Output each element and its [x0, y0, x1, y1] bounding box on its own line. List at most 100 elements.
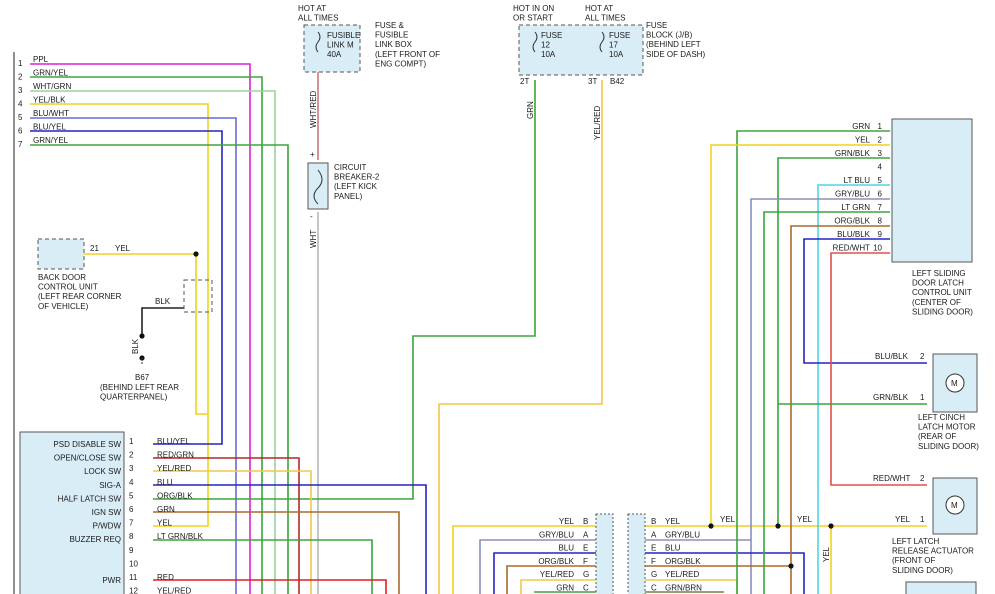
connector-right-pin: A: [651, 530, 657, 539]
cinch-pin-bottom: 1: [920, 393, 925, 402]
fuse-block-box: [518, 24, 644, 76]
ground-wire-blk-1: BLK: [155, 297, 171, 306]
connector-right-pin: C: [651, 584, 657, 593]
psd-row-label: HALF LATCH SW: [58, 494, 122, 503]
wire-psd-red: [153, 579, 387, 594]
junction-dot: [788, 563, 794, 569]
psd-row-wire: BLU: [157, 478, 173, 487]
latch-row-wire: GRN/BLK: [835, 149, 871, 158]
wire-psd-orgblk: [153, 511, 400, 594]
psd-row-pin: 3: [129, 464, 134, 473]
bundle-row-number: 2: [18, 73, 23, 82]
bundle-row-number: 5: [18, 113, 23, 122]
wire-conn-l-yel: [452, 525, 596, 594]
latch-row-pin: 9: [878, 230, 883, 239]
psd-row-wire: ORG/BLK: [157, 491, 193, 500]
wire-back-door-yel: [84, 253, 208, 415]
wire-psd-ltgrnblk: [153, 539, 373, 594]
latch-row-pin: 2: [878, 136, 883, 145]
psd-row-pin: 11: [129, 573, 138, 582]
psd-row-wire: LT GRN/BLK: [157, 532, 204, 541]
wire-ppl: [30, 63, 251, 594]
latch-row-wire: YEL: [855, 136, 871, 145]
connector-left-wire: YEL/RED: [540, 570, 574, 579]
bundle-row-number: 3: [18, 86, 23, 95]
bundle-row-label: WHT/GRN: [33, 82, 71, 91]
psd-row-pin: 5: [129, 491, 134, 500]
latch-unit-box: [891, 118, 973, 263]
junction-dot: [193, 251, 199, 257]
bundle-row-number: 6: [18, 127, 23, 136]
connector-right-pin: B: [651, 517, 656, 526]
latch-row-wire: GRY/BLU: [835, 190, 870, 199]
connector-left-pin: B: [583, 517, 588, 526]
psd-row-label: LOCK SW: [84, 467, 121, 476]
wire-psd-yelred: [153, 470, 312, 594]
wire-latch-blublk: [803, 238, 927, 364]
wire-psd-blu: [153, 484, 427, 594]
actuator-pin-bottom: 1: [920, 515, 925, 524]
connector-left-pin: C: [583, 584, 589, 593]
connector-left-pin: G: [583, 570, 589, 579]
psd-row-wire: YEL/RED: [157, 587, 191, 594]
back-door-wire-label: YEL: [115, 244, 131, 253]
cinch-motor-symbol: [945, 373, 965, 393]
actuator-wire-top: RED/WHT: [873, 474, 910, 483]
latch-row-pin: 4: [878, 163, 883, 172]
psd-row-label: BUZZER REQ: [69, 535, 121, 544]
psd-row-wire: YEL/RED: [157, 464, 191, 473]
connector-right-wire: YEL: [665, 517, 681, 526]
back-door-pin: 21: [90, 244, 99, 253]
psd-row-label: OPEN/CLOSE SW: [54, 454, 122, 463]
back-door-box: [37, 238, 85, 270]
psd-row-pin: 4: [129, 478, 134, 487]
psd-row-pin: 2: [129, 451, 134, 460]
latch-row-wire: ORG/BLK: [834, 217, 870, 226]
latch-row-pin: 10: [873, 244, 882, 253]
psd-row-wire: RED/GRN: [157, 451, 194, 460]
wire-conn-l-orgblk: [506, 565, 596, 594]
wire-ground-blk: [141, 307, 184, 336]
latch-row-pin: 3: [878, 149, 883, 158]
psd-row-wire: RED: [157, 573, 174, 582]
ground-ref: B67: [135, 373, 150, 382]
connector-right-wire: ORG/BLK: [665, 557, 701, 566]
connector-right-wire: GRY/BLU: [665, 530, 700, 539]
connector-left-wire: BLU: [558, 544, 574, 553]
wire-wht-red-label: WHT/RED: [309, 90, 318, 128]
psd-row-wire: BLU/YEL: [157, 437, 190, 446]
wire-wht-label: WHT: [309, 230, 318, 248]
bottom-right-unit-box: [905, 581, 977, 594]
psd-row-label: SIG-A: [99, 481, 121, 490]
wire-grn-yel-7: [30, 144, 289, 594]
connector-left-wire: ORG/BLK: [538, 557, 574, 566]
junction-dot: [775, 523, 781, 529]
connector-right-wire: BLU: [665, 544, 681, 553]
actuator-motor-symbol: [945, 495, 965, 515]
wire-latch-yel: [710, 144, 890, 526]
actuator-motor-m: M: [951, 501, 958, 510]
bundle-row-number: 4: [18, 100, 23, 109]
connector-right-pin: G: [651, 570, 657, 579]
bundle-row-label: GRN/YEL: [33, 136, 69, 145]
junction-dot: [139, 333, 145, 339]
psd-unit-box: [19, 431, 125, 594]
